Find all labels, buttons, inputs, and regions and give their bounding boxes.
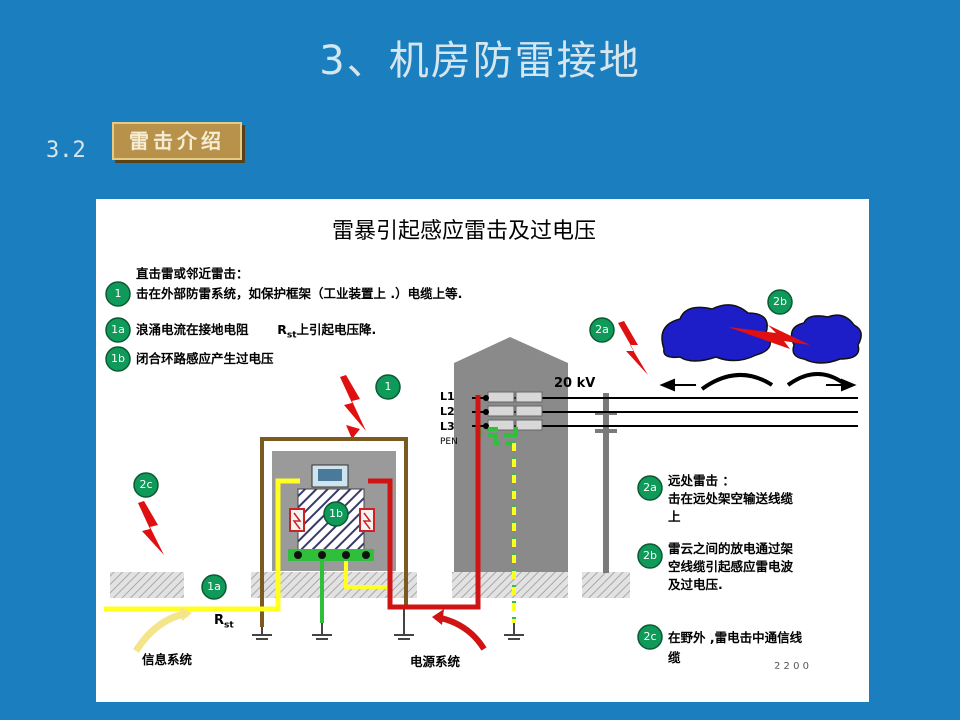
line-label-l3: L3: [440, 420, 455, 433]
legend-item-2a-title: 远处雷击 ：: [668, 473, 735, 488]
marker-1: 1: [384, 380, 392, 393]
info-system-label: 信息系统: [142, 652, 193, 667]
marker-1b-legend: 1b: [111, 352, 125, 365]
induced-wave: [700, 372, 848, 391]
legend-item-2a-line1: 击在远处架空输送线缆: [668, 491, 794, 506]
voltage-label: 20 kV: [554, 376, 596, 391]
marker-2a-legend: 2a: [643, 481, 657, 494]
legend-item-1b: 闭合环路感应产生过电压: [136, 351, 274, 366]
legend-item-2b-line1: 雷云之间的放电通过架: [668, 541, 794, 556]
diagram-title: 雷暴引起感应雷击及过电压: [332, 219, 597, 244]
marker-2b-legend: 2b: [643, 549, 657, 562]
info-cable: [104, 478, 300, 612]
ground-tower: [452, 572, 568, 598]
legend-item-1: 击在外部防雷系统，如保护框架（工业装置上 .）电缆上等.: [136, 286, 463, 301]
marker-1-legend: 1: [114, 287, 122, 300]
marker-2c: 2c: [139, 478, 153, 491]
lightning-bolt-1: [340, 375, 366, 431]
marker-2a: 2a: [595, 323, 609, 336]
slide-title: 3、机房防雷接地: [319, 38, 641, 84]
marker-2b: 2b: [773, 295, 787, 308]
legend-item-2b-line3: 及过电压.: [668, 577, 723, 592]
page-fragment: 2 2 0 0: [774, 661, 809, 672]
wechat-icon: [596, 669, 622, 689]
markers: [105, 281, 793, 650]
section-badge[interactable]: 雷击介绍: [112, 122, 242, 160]
diagram-panel: 1 1a 1b 1 2a 2b 2c 1a 1b 2a 2b 2c 雷暴引起感应…: [96, 199, 869, 702]
intro-line: 直击雷或邻近雷击：: [136, 266, 249, 281]
earth-electrodes: [252, 609, 524, 640]
lightning-bolt-2c: [138, 501, 164, 555]
surge-protector-left: [289, 508, 305, 532]
line-label-pen: PEN: [440, 437, 458, 447]
power-system-label: 电源系统: [410, 654, 461, 669]
marker-1a: 1a: [207, 580, 221, 593]
watermark-text: 智能化弱电工程设计与施工: [628, 667, 857, 689]
marker-1b: 1b: [329, 507, 343, 520]
power-system-arrow: [435, 614, 487, 651]
tower-building: [454, 337, 568, 572]
protection-frame: [260, 437, 408, 627]
cloud-discharge-bolt: [728, 325, 810, 349]
watermark: 智能化弱电工程设计与施工: [596, 664, 956, 692]
utility-pole: [603, 393, 609, 573]
ground-pole: [582, 572, 630, 598]
marker-2c-legend: 2c: [643, 630, 657, 643]
equipotential-bar: [288, 549, 374, 561]
surge-protector-right: [359, 508, 375, 532]
lightning-bolt-2a: [618, 321, 648, 375]
legend-item-2b-line2: 空线缆引起感应雷电波: [668, 559, 794, 574]
ground-left: [110, 572, 184, 598]
line-label-l1: L1: [440, 390, 455, 403]
line-label-l2: L2: [440, 405, 455, 418]
legend-item-2c-line2: 缆: [668, 650, 681, 665]
info-system-arrow: [133, 609, 189, 653]
legend-item-2a-line2: 上: [668, 509, 681, 524]
marker-1a-legend: 1a: [111, 323, 125, 336]
thunder-cloud-right: [790, 314, 862, 364]
section-number: 3.2: [46, 138, 86, 163]
power-cable: [368, 395, 481, 610]
legend-item-2c-line1: 在野外 ,雷电击中通信线: [668, 630, 803, 645]
earth-resistance-label: Rst: [214, 613, 234, 631]
lightning-diagram: [104, 281, 862, 653]
legend-item-1a: 浪涌电流在接地电阻 Rst上引起电压降.: [136, 322, 377, 341]
